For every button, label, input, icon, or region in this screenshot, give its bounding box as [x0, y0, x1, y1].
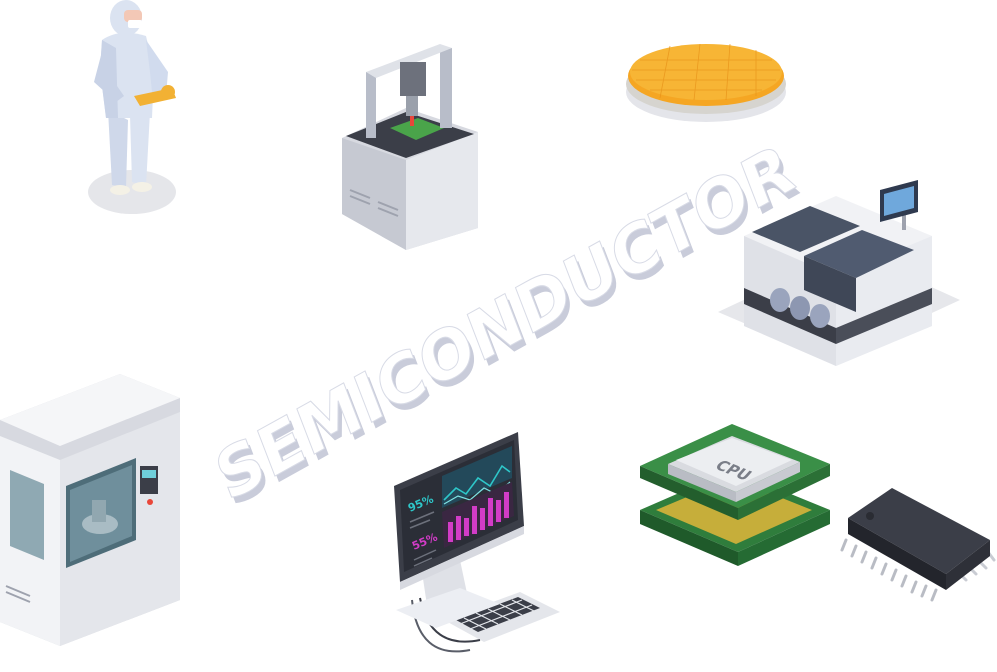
lithography-machine-icon: [342, 44, 478, 250]
wafer-icon: [626, 43, 786, 122]
deposition-chamber-icon: [0, 374, 180, 646]
workstation-monitor-icon: 95% 55%: [394, 432, 560, 653]
cleanroom-worker-icon: [88, 0, 176, 214]
pick-and-place-machine-icon: [718, 180, 960, 366]
ic-chip-icon: [840, 488, 996, 602]
cpu-chip-icon: CPU: [640, 424, 830, 566]
